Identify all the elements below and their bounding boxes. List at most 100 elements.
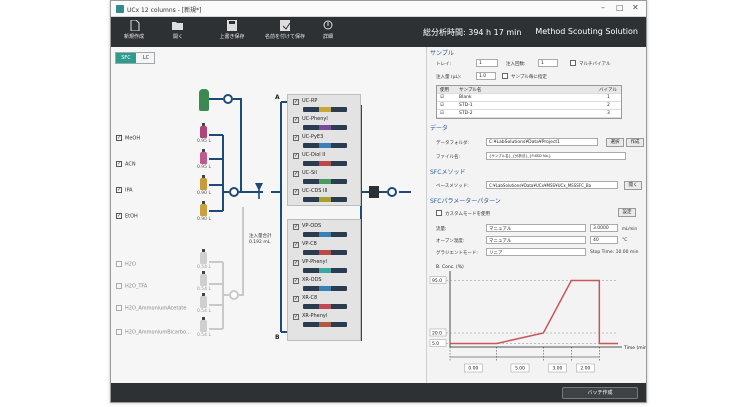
solvent-checkbox[interactable] xyxy=(116,283,122,289)
solvent-checkbox[interactable]: ✓ xyxy=(116,135,122,141)
injection-total-label: 注入量合計 xyxy=(249,234,272,239)
open-button[interactable]: 開く xyxy=(163,20,193,40)
solvent-item[interactable]: ✓ACN xyxy=(116,161,136,168)
base-method-field[interactable]: C:¥LabSolutions¥Data¥UCx¥MSS¥UCx_MSSSFC_… xyxy=(486,181,618,189)
column-name: UC-Diol II xyxy=(302,152,326,158)
solvent-item[interactable]: H2O_TFA xyxy=(116,283,147,290)
minimize-icon[interactable]: – xyxy=(601,3,605,12)
solvent-volume: 0.54 L xyxy=(197,265,211,270)
create-batch-button[interactable]: バッチ作成 xyxy=(562,387,638,399)
tray-field[interactable]: 1 xyxy=(476,59,498,67)
data-folder-field[interactable]: C:¥LabSolutions¥Data¥Project1 xyxy=(486,138,598,146)
column-checkbox[interactable]: ✓ xyxy=(293,242,299,248)
settings-button[interactable]: 設定 xyxy=(618,208,636,217)
close-icon[interactable]: ✕ xyxy=(632,3,639,12)
solvent-item[interactable]: ✓MeOH xyxy=(116,135,140,142)
flow-mode-select[interactable]: マニュアル xyxy=(486,224,586,232)
details-button[interactable]: 詳細 xyxy=(315,20,341,40)
save-icon xyxy=(227,20,237,31)
browse-folder-button[interactable]: 選択 xyxy=(606,138,624,147)
solvent-bottle-icon xyxy=(200,175,207,190)
column-checkbox[interactable]: ✓ xyxy=(293,135,299,141)
column-name: UC-CDS III xyxy=(302,188,328,194)
solvent-checkbox[interactable]: ✓ xyxy=(116,187,122,193)
valve-a-label: A xyxy=(275,94,280,101)
app-icon xyxy=(116,5,124,13)
column-item[interactable]: ✓UC-Diol II xyxy=(293,152,357,169)
new-file-icon xyxy=(130,20,140,31)
app-window: UCx 12 columns - [新規*] – □ ✕ 新規作成 開く 上書き… xyxy=(110,0,647,403)
aqueous-pump-icon xyxy=(229,290,239,300)
column-item[interactable]: ✓UC-CDS III xyxy=(293,188,357,205)
column-checkbox[interactable]: ✓ xyxy=(293,260,299,266)
co2-pump-icon xyxy=(223,94,233,104)
save-as-button[interactable]: 名前を付けて保存 xyxy=(257,20,313,40)
flow-rate-field[interactable]: 3.0000 xyxy=(590,224,618,232)
filename-field[interactable]: {サンプル名}_{分析法}_{FIXED No.} xyxy=(486,152,626,160)
column-item[interactable]: ✓UC-RP xyxy=(293,98,357,115)
injection-volume-field[interactable]: 1.0 xyxy=(476,72,496,80)
solvent-item[interactable]: ✓EtOH xyxy=(116,213,138,220)
temp-mode-select[interactable]: マニュアル xyxy=(486,236,586,244)
solvent-checkbox[interactable]: ✓ xyxy=(116,161,122,167)
new-button-label: 新規作成 xyxy=(123,34,144,40)
row-use-checkbox[interactable]: ☑ xyxy=(440,95,445,100)
column-item[interactable]: ✓XR-C8 xyxy=(293,295,357,312)
custom-mode-checkbox[interactable] xyxy=(436,210,442,216)
column-name: VP-C8 xyxy=(302,241,317,247)
open-method-button[interactable]: 開く xyxy=(624,181,642,190)
tray-label: トレイ: xyxy=(436,62,452,67)
oven-temp-field[interactable]: 40 xyxy=(590,236,618,244)
solvent-item[interactable]: H2O_AmmoniumAcetate xyxy=(116,305,186,312)
save-button[interactable]: 上書き保存 xyxy=(212,20,252,40)
column-checkbox[interactable]: ✓ xyxy=(293,117,299,123)
solvent-bottle-icon xyxy=(200,201,207,216)
column-item[interactable]: ✓UC-PyE3 xyxy=(293,134,357,151)
column-checkbox[interactable]: ✓ xyxy=(293,99,299,105)
column-checkbox[interactable]: ✓ xyxy=(293,171,299,177)
solvent-checkbox[interactable] xyxy=(116,305,122,311)
mode-sfc-button[interactable]: SFC xyxy=(116,53,136,63)
segment-time-value: 2.00 xyxy=(580,366,590,372)
column-item[interactable]: ✓UC-Phenyl xyxy=(293,116,357,133)
create-folder-button[interactable]: 作成 xyxy=(626,138,644,147)
solvent-checkbox[interactable]: ✓ xyxy=(116,213,122,219)
column-item[interactable]: ✓UC-Sil xyxy=(293,170,357,187)
solvent-bottle-icon xyxy=(200,293,207,308)
column-checkbox[interactable]: ✓ xyxy=(293,153,299,159)
segment-time-field xyxy=(510,363,530,373)
solvent-item[interactable]: H2O_AmmoniumBicarbo... xyxy=(116,329,191,336)
injections-field[interactable]: 1 xyxy=(538,59,558,67)
multi-vial-checkbox[interactable] xyxy=(570,60,576,66)
column-checkbox[interactable]: ✓ xyxy=(293,296,299,302)
solvent-item[interactable]: ✓IPA xyxy=(116,187,133,194)
gradient-mode-select[interactable]: リニア xyxy=(486,248,586,256)
column-checkbox[interactable]: ✓ xyxy=(293,189,299,195)
column-item[interactable]: ✓XR-ODS xyxy=(293,277,357,294)
mode-lc-button[interactable]: LC xyxy=(142,55,150,61)
column-item[interactable]: ✓VP-ODS xyxy=(293,223,357,240)
solvent-checkbox[interactable] xyxy=(116,261,122,267)
col-header-name: サンプル名 xyxy=(459,88,482,93)
per-sample-checkbox[interactable] xyxy=(502,73,508,79)
column-checkbox[interactable]: ✓ xyxy=(293,314,299,320)
row-use-checkbox[interactable]: ☑ xyxy=(440,103,445,108)
column-item[interactable]: ✓VP-Phenyl xyxy=(293,259,357,276)
row-use-checkbox[interactable]: ☑ xyxy=(440,111,445,116)
column-checkbox[interactable]: ✓ xyxy=(293,224,299,230)
column-item[interactable]: ✓XR-Phenyl xyxy=(293,313,357,330)
column-checkbox[interactable]: ✓ xyxy=(293,278,299,284)
details-icon xyxy=(323,20,333,30)
new-button[interactable]: 新規作成 xyxy=(117,20,151,40)
column-name: VP-ODS xyxy=(302,223,322,229)
column-item[interactable]: ✓VP-C8 xyxy=(293,241,357,258)
mode-toggle[interactable]: SFC LC xyxy=(115,52,155,64)
maximize-icon[interactable]: □ xyxy=(616,3,624,12)
solvent-checkbox[interactable] xyxy=(116,329,122,335)
solvent-bottle-icon xyxy=(200,123,207,138)
solvent-item[interactable]: H2O xyxy=(116,261,136,268)
